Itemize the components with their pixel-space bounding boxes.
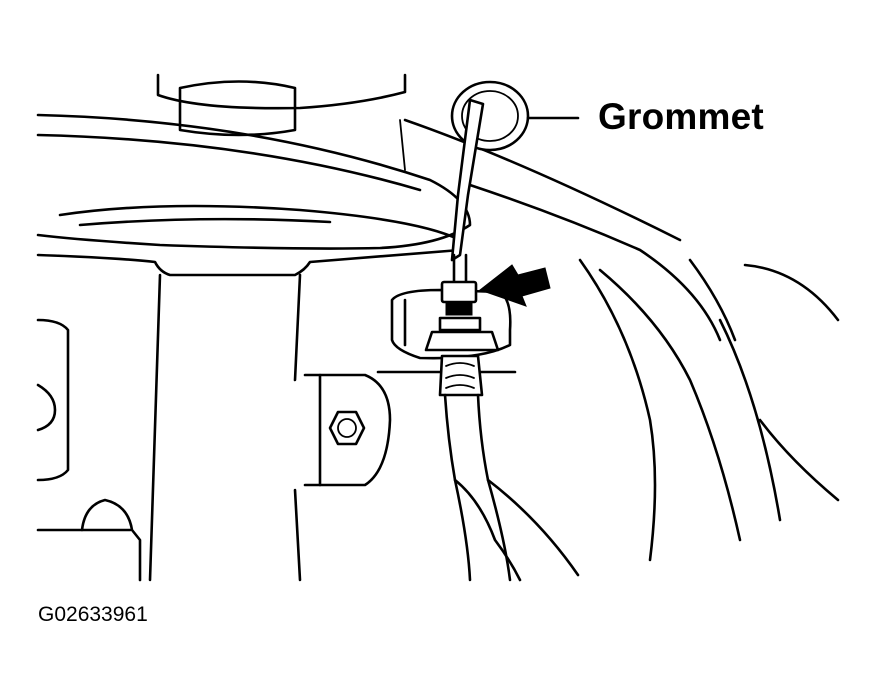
flexible-brake-hose — [438, 354, 580, 582]
body-panel — [403, 118, 840, 562]
lower-left-parts — [36, 318, 142, 582]
strut-upper-mount — [36, 73, 472, 250]
brake-line — [450, 98, 485, 287]
strut-body — [36, 248, 462, 582]
indicator-arrow — [478, 264, 551, 307]
knuckle-bracket — [303, 373, 392, 487]
flare-nut — [424, 280, 500, 352]
bolt-head — [328, 410, 366, 446]
grommet — [450, 80, 530, 152]
grommet-label: Grommet — [598, 96, 764, 137]
figure-id-label: G02633961 — [38, 603, 148, 626]
